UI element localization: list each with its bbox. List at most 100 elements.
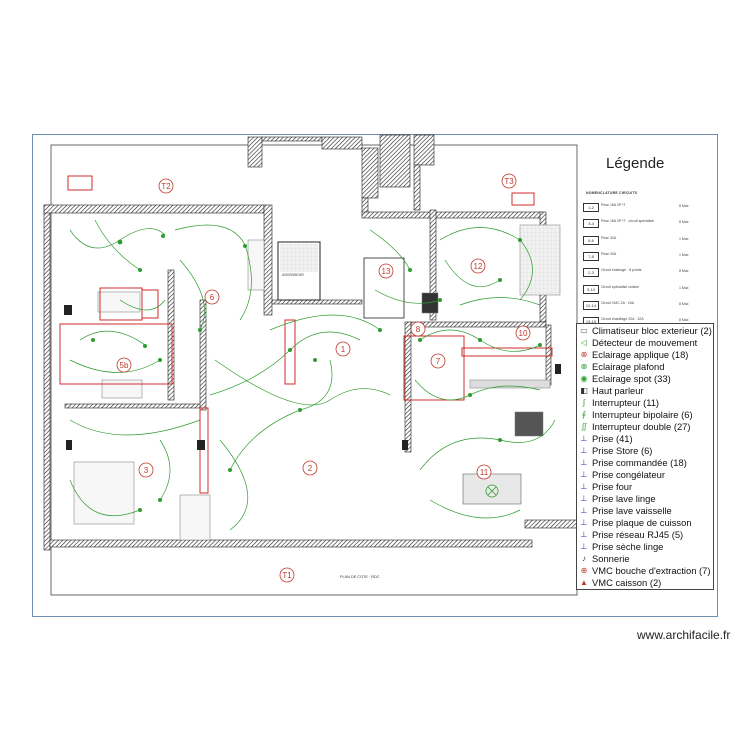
sonnerie-icon: ♪	[582, 554, 586, 563]
legend-item-label: Prise commandée (18)	[592, 457, 687, 468]
interrupteur-icon: ∫	[582, 398, 586, 407]
room-marker	[515, 325, 531, 341]
nomenclature-value: 8 Max	[679, 269, 689, 274]
legend-item-label: VMC caisson (2)	[592, 577, 662, 588]
prise-plaque-icon: ⊥	[580, 518, 588, 527]
legend-item-label: Interrupteur bipolaire (6)	[592, 409, 693, 420]
nomenclature-value: 1 Max	[679, 285, 689, 290]
nomenclature-desc: Prise 32A	[601, 235, 617, 240]
furniture	[73, 224, 561, 541]
plafond-icon: ⊗	[580, 362, 588, 371]
room-label: T2	[161, 182, 171, 191]
prise-lave-vaisselle-icon: ⊥	[580, 506, 588, 515]
nomenclature-desc: Prise 16A 2P+T	[601, 203, 626, 207]
nomenclature-value: 8 Max	[679, 204, 689, 208]
legend-item: ⊥ Prise plaque de cuisson	[577, 517, 713, 529]
nomenclature-code: 12-14	[583, 300, 599, 310]
elevator-core: ASCENSEUR	[277, 241, 405, 319]
room-marker	[116, 357, 132, 373]
nomenclature-desc: Circuit spécialisé cuisine	[601, 284, 640, 289]
legend-item-label: Prise lave vaisselle	[592, 505, 672, 516]
room-label: 1	[341, 345, 346, 354]
prise-congelateur-icon: ⊥	[580, 470, 588, 479]
legend-item-label: Prise réseau RJ45 (5)	[592, 529, 684, 540]
room-marker	[378, 263, 394, 279]
climatiseur-icon: ▭	[580, 326, 588, 335]
legend-item: ⊥ Prise réseau RJ45 (5)	[577, 529, 713, 541]
legend-item: ∫Interrupteur (11)	[577, 397, 713, 409]
nomenclature-desc: Circuit éclairage · 8 points	[601, 268, 642, 273]
device-symbols	[91, 234, 542, 512]
legend-item-label: Prise (41)	[592, 433, 633, 444]
room-label: 2	[308, 464, 313, 473]
legend-item-label: Détecteur de mouvement	[592, 337, 698, 348]
spot-icon: ◉	[580, 374, 588, 383]
legend-item-label: VMC bouche d'extraction (7)	[592, 565, 711, 576]
nomenclature-desc: Circuit VMC 2A · 16A	[601, 300, 635, 305]
room-marker	[335, 341, 351, 357]
legend-item: ⊥Prise four	[577, 481, 713, 493]
legend-item: ◉Eclairage spot (33)	[577, 373, 713, 385]
prise-four-icon: ⊥	[580, 482, 588, 491]
legend-item-label: Interrupteur double (27)	[592, 421, 691, 432]
prise-lave-linge-icon: ⊥	[580, 494, 588, 503]
legend-title: Légende	[606, 155, 665, 172]
room-marker	[158, 178, 174, 194]
prise-seche-linge-icon: ⊥	[580, 542, 588, 551]
room-marker	[138, 462, 154, 478]
room-label: 10	[519, 329, 528, 338]
legend-item: ⊕ VMC bouche d'extraction (7)	[577, 565, 713, 577]
detecteur-icon: ◁	[580, 338, 588, 347]
room-label: 12	[474, 262, 483, 271]
room-label: T3	[504, 177, 514, 186]
prise-rj45-icon: ⊥	[580, 530, 588, 539]
nomenclature-code: 1-2	[583, 203, 599, 212]
nomenclature-value: 1 Max	[679, 236, 689, 241]
nomenclature-value: 8 Max	[679, 220, 689, 225]
nomenclature-desc: Prise 16A 2P+T · circuit spécialisé	[601, 219, 654, 224]
nomenclature-value: 8 Max	[679, 301, 689, 306]
plan-scale-note: PLAN DE COTE · RDC	[340, 575, 380, 579]
vmc-caisson-icon: ▲	[580, 578, 588, 587]
room-marker	[476, 464, 492, 480]
vmc-bouche-icon: ⊕	[580, 566, 588, 575]
nomenclature-code: 5-6	[583, 235, 599, 245]
legend-item: ▭ Climatiseur bloc exterieur (2)	[577, 325, 713, 337]
legend-item-label: Sonnerie	[592, 553, 630, 564]
watermark[interactable]: www.archifacile.fr	[637, 628, 731, 642]
legend-list: ▭ Climatiseur bloc exterieur (2) ◁ Détecteu…	[576, 323, 714, 590]
room-marker	[470, 258, 486, 274]
room-marker	[279, 567, 295, 583]
legend-item-label: Prise Store (6)	[592, 445, 653, 456]
room-label: 7	[436, 357, 441, 366]
room-marker	[410, 321, 426, 337]
columns	[64, 305, 561, 450]
legend-item-label: Eclairage plafond	[592, 361, 665, 372]
legend-item-label: Prise plaque de cuisson	[592, 517, 692, 528]
nomenclature-value: 1 Max	[679, 252, 689, 257]
nomenclature-value: 8 Max	[679, 318, 689, 323]
room-marker	[302, 460, 318, 476]
legend-item-label: Eclairage applique (18)	[592, 349, 689, 360]
legend-item: ⊥ Prise sèche linge	[577, 541, 713, 553]
legend-item-label: Haut parleur	[592, 385, 644, 396]
nomenclature-code: 2-3	[583, 268, 599, 278]
legend-item: ⊥Prise (41)	[577, 433, 713, 445]
legend-item-label: Climatiseur bloc exterieur (2)	[592, 325, 712, 336]
room-label: T1	[282, 571, 292, 580]
legend-item: ⊗Eclairage applique (18)	[577, 349, 713, 361]
nomenclature-code: 3-4	[583, 219, 599, 229]
legend-item: ⊥Prise lave linge	[577, 493, 713, 505]
legend-item: ♪ Sonnerie	[577, 553, 713, 565]
legend-item: ⊗ Eclairage plafond	[577, 361, 713, 373]
interrupteur-double-icon: ∬	[580, 422, 588, 431]
room-label: 13	[382, 267, 391, 276]
legend-item-label: Prise sèche linge	[592, 541, 664, 552]
